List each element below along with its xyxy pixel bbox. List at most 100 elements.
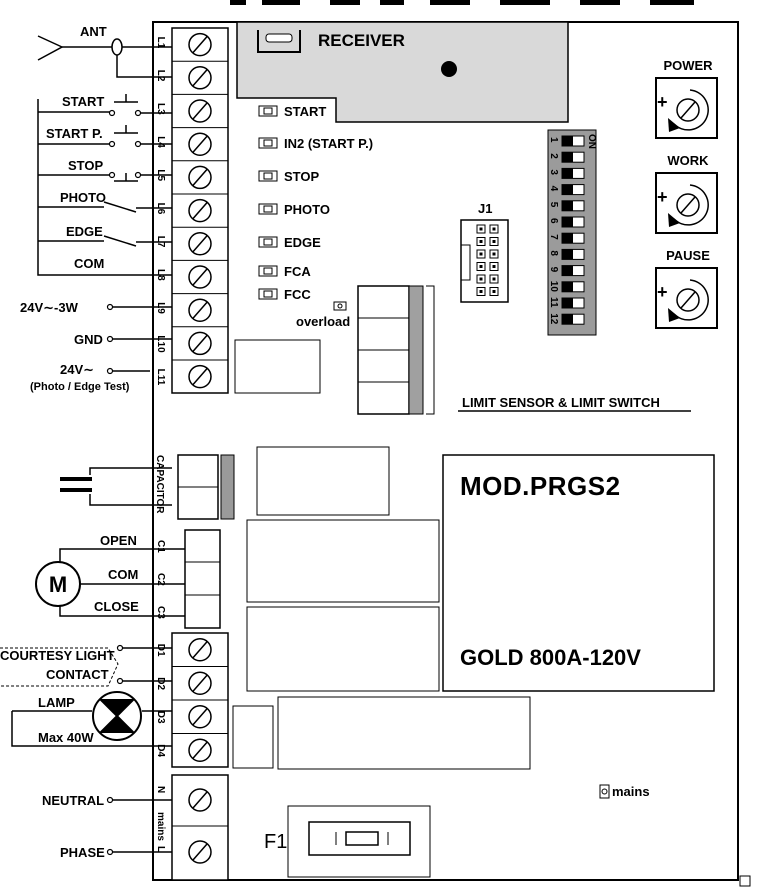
dip-switch-9: 9: [548, 265, 585, 277]
neutral-label: NEUTRAL: [42, 793, 104, 808]
terminal-l9: L9: [155, 298, 212, 322]
led-0: START: [258, 104, 326, 119]
j1-pin: [476, 237, 486, 246]
j1-label: J1: [478, 201, 492, 216]
model-box: MOD.PRGS2 GOLD 800A-120V: [442, 454, 715, 692]
close-label: CLOSE: [94, 599, 139, 614]
receiver-module: RECEIVER: [236, 21, 569, 123]
terminal-label-l3: L3: [155, 103, 166, 115]
transformer: [277, 696, 531, 770]
ant-label: ANT: [80, 24, 107, 39]
motor-symbol: M: [35, 561, 81, 607]
terminal-d3: D3: [155, 705, 212, 729]
dip-switch-5: 5: [548, 200, 585, 212]
mains-led-label: mains: [612, 784, 650, 799]
dip-number: 5: [548, 202, 559, 208]
lamp-symbol: [92, 691, 142, 741]
j1-pin: [476, 262, 486, 271]
trimmer-label: PAUSE: [666, 248, 710, 263]
dip-switch-1: 1: [548, 135, 585, 147]
contact-label: CONTACT: [46, 667, 109, 682]
corner-icon: [739, 875, 751, 887]
j1-pin: [476, 274, 486, 284]
terminal-d4: D4: [155, 738, 212, 762]
v24-label: 24V∼: [60, 362, 94, 377]
led-label: FCC: [284, 287, 311, 302]
terminal-l11: L11: [155, 364, 212, 389]
dip-number: 11: [548, 297, 559, 308]
dip-number: 9: [548, 267, 559, 273]
left-labels: ANT START START P. STOP PHOTO EDGE COM 2…: [0, 24, 139, 860]
top-cropped-strokes: [230, 0, 694, 5]
limit-connector: LIMIT SENSOR & LIMIT SWITCH: [357, 285, 691, 415]
dip-switch-11: 11: [548, 297, 585, 309]
edge-label: EDGE: [66, 224, 103, 239]
j1-pin: [489, 287, 499, 296]
terminal-label-d1: D1: [155, 644, 166, 657]
led-1: IN2 (START P.): [258, 136, 373, 151]
terminal-l2: L2: [155, 66, 212, 90]
terminal-label-l: L: [155, 846, 166, 852]
fuse-label: F1: [264, 831, 287, 853]
j1-connector: J1: [460, 201, 509, 303]
overload-led: overload: [296, 301, 350, 329]
model-label: MOD.PRGS2: [460, 471, 621, 501]
capacitor-label: CAPACITOR: [154, 455, 165, 514]
dip-switch-10: 10: [548, 281, 585, 293]
dip-number: 8: [548, 250, 559, 256]
terminal-label-c2: C2: [155, 573, 166, 586]
phase-label: PHASE: [60, 845, 105, 860]
j1-pin: [489, 274, 499, 284]
left-wiring: [11, 35, 185, 853]
dip-number: 6: [548, 218, 559, 224]
trimmer-label: WORK: [667, 153, 709, 168]
led-label: FCA: [284, 264, 311, 279]
dip-switch-12: 12: [548, 313, 585, 325]
photo-test-label: (Photo / Edge Test): [30, 381, 130, 393]
terminal-label-d3: D3: [155, 711, 166, 724]
terminal-d1: D1: [155, 638, 212, 662]
dip-number: 7: [548, 234, 559, 240]
mains-led: mains: [599, 784, 650, 799]
led-label: PHOTO: [284, 202, 330, 217]
led-label: STOP: [284, 169, 319, 184]
capacitor-block: CAPACITOR: [154, 454, 235, 520]
plus-icon: +: [657, 92, 668, 112]
terminal-label-d4: D4: [155, 744, 166, 757]
led-5: FCA: [258, 264, 311, 279]
contact-dots: [106, 109, 142, 856]
terminal-l3: L3: [155, 99, 212, 123]
dip-switch-8: 8: [548, 248, 585, 260]
terminal-label-c3: C3: [155, 606, 166, 619]
dip-number: 12: [548, 313, 559, 325]
j1-pin: [476, 287, 486, 296]
terminal-d2: D2: [155, 671, 212, 695]
dip-number: 10: [548, 281, 559, 293]
j1-pin: [476, 224, 486, 234]
limit-label: LIMIT SENSOR & LIMIT SWITCH: [462, 395, 660, 410]
dip-number: 3: [548, 169, 559, 175]
j1-pin: [489, 224, 499, 234]
trimmer-work: WORK+: [655, 153, 718, 234]
led-6: FCC: [258, 287, 311, 302]
j1-pin: [489, 249, 499, 259]
version-label: GOLD 800A-120V: [460, 645, 641, 670]
terminal-label-l9: L9: [155, 302, 166, 314]
dip-number: 4: [548, 186, 559, 192]
relay-5: [232, 705, 274, 769]
motor-label: M: [49, 572, 67, 597]
overload-label: overload: [296, 314, 350, 329]
led-label: START: [284, 104, 326, 119]
relay-2: [256, 446, 390, 516]
dip-switch-3: 3: [548, 167, 585, 179]
trimmer-pause: PAUSE+: [655, 248, 718, 329]
j1-pin: [476, 249, 486, 259]
dip-switch-6: 6: [548, 216, 585, 228]
terminal-label-l11: L11: [155, 369, 166, 386]
trimmer-power: POWER +: [655, 58, 718, 139]
motor-com-label: COM: [108, 567, 138, 582]
trimmer-label: POWER: [663, 58, 713, 73]
